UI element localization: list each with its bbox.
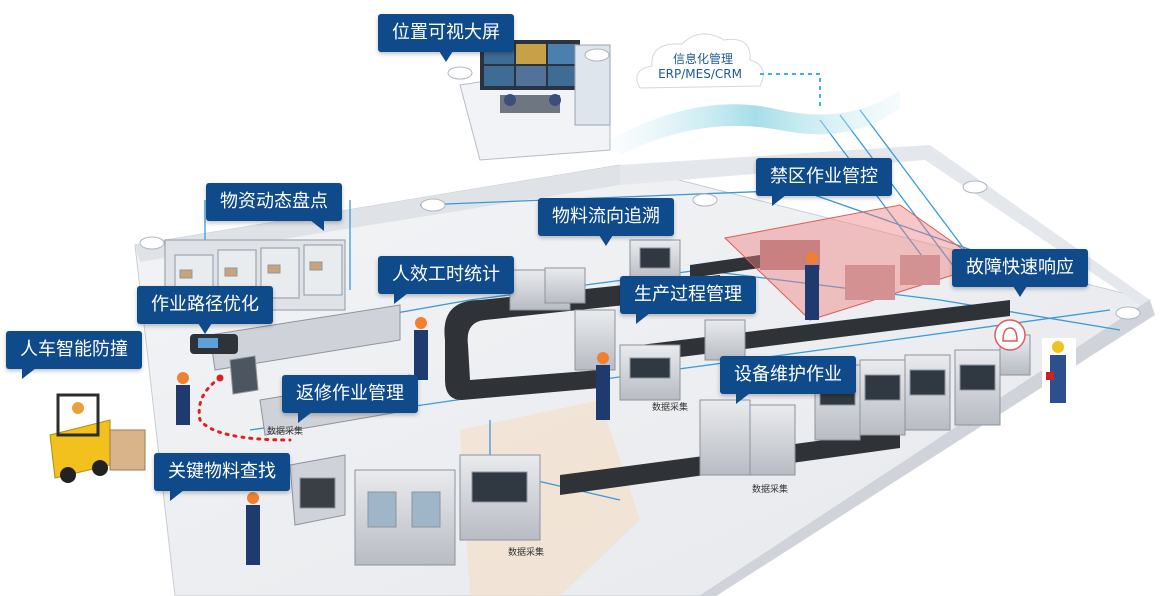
data-collection-label: 数据采集 — [652, 403, 689, 413]
data-collection-label: 数据采集 — [508, 548, 545, 558]
forklift — [49, 393, 146, 483]
restricted-zone — [723, 204, 987, 321]
uwb-beacons — [139, 48, 1141, 320]
callout-collision-avoidance: 人车智能防撞 — [6, 331, 142, 379]
callout-route-optimization: 作业路径优化 — [137, 286, 273, 334]
callout-labor-statistics: 人效工时统计 — [378, 256, 514, 304]
data-collection-label: 数据采集 — [752, 485, 789, 495]
callout-inventory: 物资动态盘点 — [206, 183, 342, 231]
callout-fault-response: 故障快速响应 — [952, 249, 1088, 297]
agv-robot — [190, 334, 238, 354]
callout-location-screen: 位置可视大屏 — [378, 14, 514, 62]
callout-process-management: 生产过程管理 — [620, 276, 756, 324]
data-collection-label: 数据采集 — [267, 427, 304, 437]
cloud-title: 信息化管理 — [672, 52, 733, 66]
callout-restricted-zone: 禁区作业管控 — [756, 158, 892, 206]
machines — [354, 239, 1031, 566]
repair-technician — [1042, 338, 1076, 408]
callout-maintenance: 设备维护作业 — [720, 356, 856, 404]
callout-material-search: 关键物料查找 — [154, 453, 290, 501]
optimized-route — [197, 376, 292, 442]
workers — [176, 252, 819, 565]
cloud-systems: ERP/MES/CRM — [658, 67, 742, 81]
cloud-shape — [636, 33, 764, 89]
route-start-dot — [216, 374, 224, 382]
callout-repair-management: 返修作业管理 — [282, 375, 418, 423]
alarm-icon — [994, 319, 1026, 351]
callout-material-flow: 物料流向追溯 — [538, 198, 674, 246]
cloud-dash-lines — [760, 73, 821, 110]
data-wave — [610, 90, 900, 155]
